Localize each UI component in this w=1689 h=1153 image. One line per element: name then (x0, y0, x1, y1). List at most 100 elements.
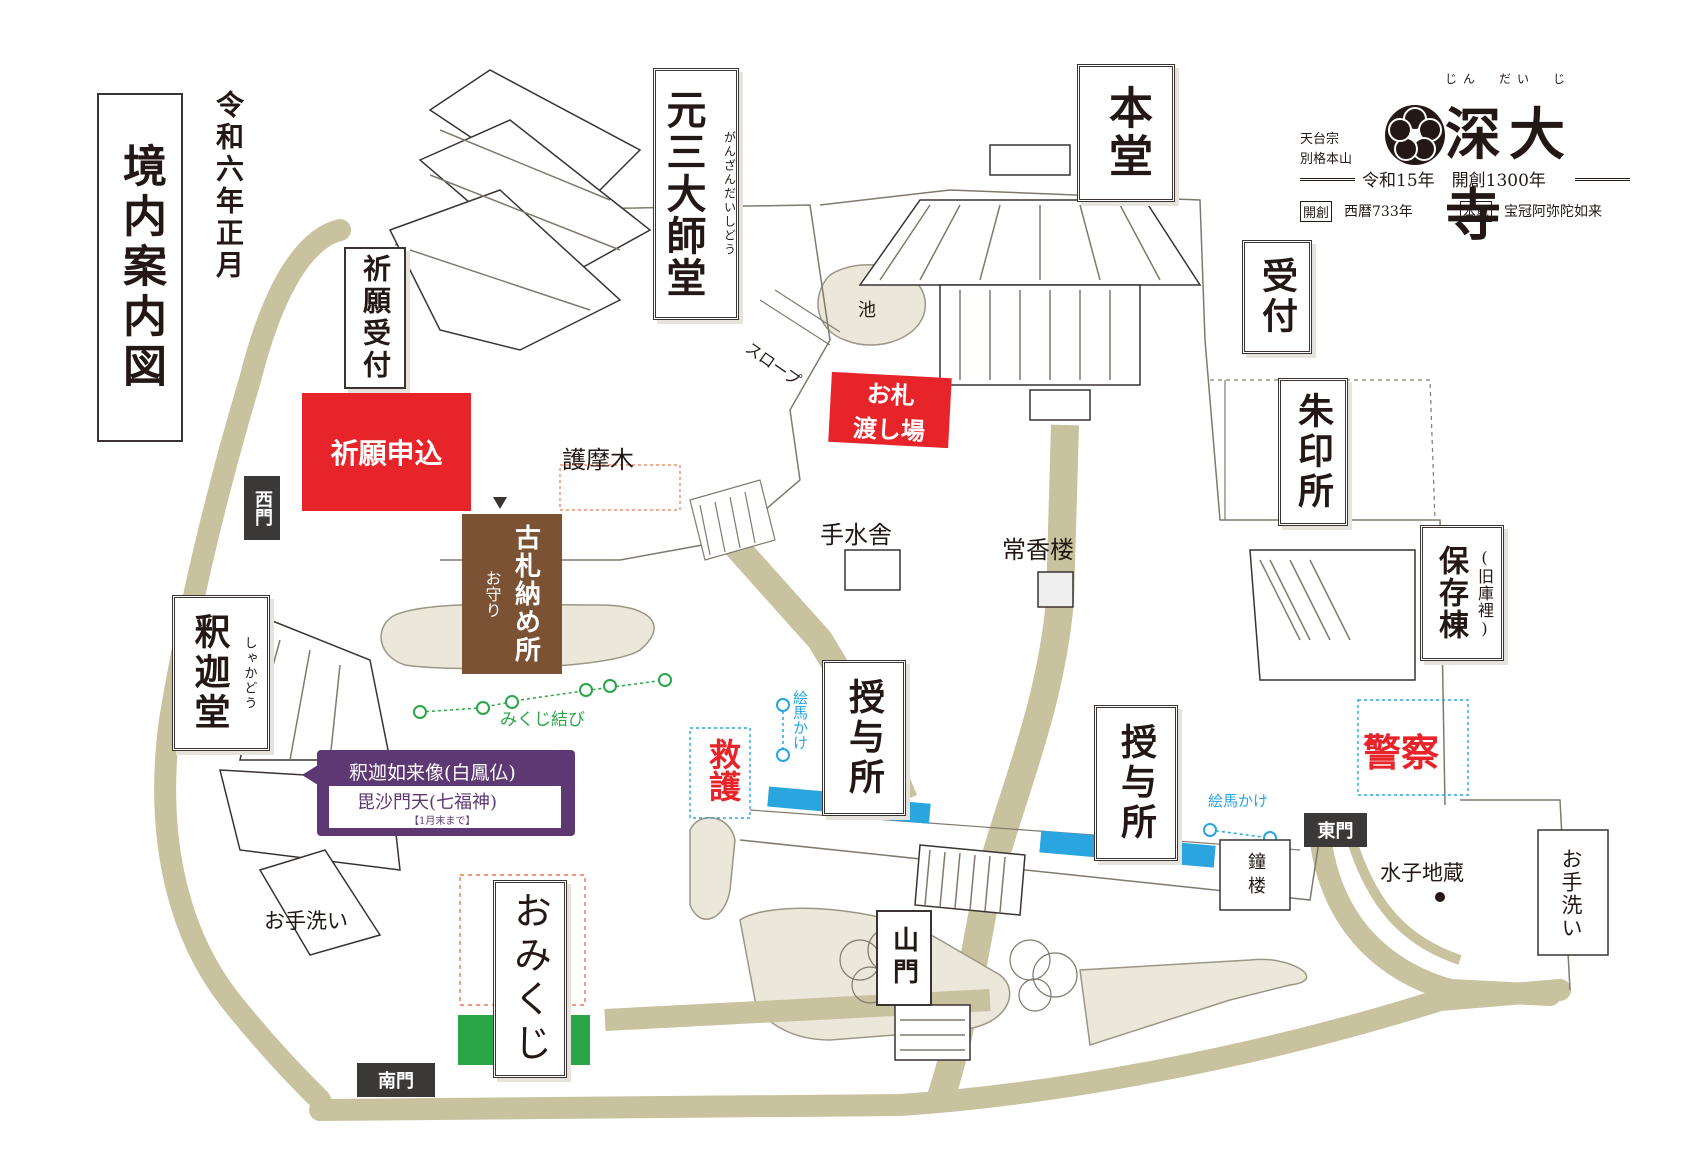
triangle-down-icon (493, 497, 507, 509)
south-gate[interactable]: 南門 (357, 1063, 435, 1097)
founded-value: 西暦733年 (1344, 204, 1413, 220)
kofuda-sub: お守り (482, 570, 502, 618)
police-dotted (1357, 699, 1469, 796)
ema-label-2: 絵馬かけ (1208, 792, 1269, 810)
ofuda-label-2: 渡し場 (852, 414, 926, 446)
omikuji-label: おみくじ (507, 891, 552, 1067)
buddha-inner: 毘沙門天(七福神) 【1月末まで】 (329, 786, 561, 828)
east-gate-label: 東門 (1317, 821, 1354, 842)
uketsuke-label: 受付 (1256, 257, 1298, 337)
hondo-building (858, 144, 1202, 421)
lawn-middle (689, 816, 736, 920)
ofuda-label-1: お札 (866, 379, 916, 411)
principal-label: 本尊 (1460, 201, 1493, 222)
dot-icon (1435, 892, 1445, 902)
kigan-uketsuke-sign[interactable]: 祈願受付 (344, 247, 406, 389)
uketsuke-sign[interactable]: 受付 (1242, 240, 1312, 354)
ema-line-2 (1209, 829, 1271, 839)
temple-header: 天台宗 別格本山 じん だい じ 深大寺 令和15年 開創1300年 開創 西暦… (1300, 70, 1630, 249)
ganzan-ruby: がんざんだいしどう (722, 131, 737, 257)
bridge (689, 479, 776, 561)
slope-lines (759, 289, 841, 346)
mizuko-label: 水子地蔵 (1380, 861, 1464, 885)
date-label: 令和六年正月 (212, 90, 245, 282)
ofuda-box[interactable]: お札 渡し場 (828, 371, 952, 449)
title-board: 境内案内図 (97, 93, 183, 442)
otearai-box-2 (1537, 829, 1609, 956)
kofuda-box[interactable]: お守り 古札納め所 (462, 514, 562, 674)
mikuji-ring-icon (505, 695, 519, 709)
mikuji-musubi-label: みくじ結び (500, 710, 585, 730)
lower-wall-2 (749, 809, 1301, 851)
ganzan-building (388, 69, 652, 351)
temple-era: 令和15年 開創1300年 (1362, 171, 1546, 191)
west-gate-label: 西門 (252, 490, 273, 526)
south-gate-label: 南門 (378, 1071, 414, 1092)
jokoro-box (1037, 571, 1074, 608)
lawn-east (1079, 958, 1308, 1046)
juyo-sign-1[interactable]: 授与所 (822, 660, 906, 816)
kigan-apply-label: 祈願申込 (330, 437, 443, 470)
police-label: 警察 (1363, 731, 1440, 775)
east-path-2 (1345, 833, 1462, 965)
east-path (1309, 824, 1561, 1006)
principal-value: 宝冠阿弥陀如来 (1504, 204, 1602, 220)
hondo-label: 本堂 (1101, 85, 1152, 181)
temizu-label: 手水舎 (820, 521, 892, 549)
shoro-box (1219, 839, 1291, 911)
kigan-uketsuke-label: 祈願受付 (359, 254, 392, 382)
kofuda-label: 古札納め所 (510, 524, 541, 664)
hozon-sign[interactable]: 保存棟 (旧庫裡) (1420, 525, 1504, 661)
juyo-label-1: 授与所 (843, 678, 885, 798)
ganzan-sign[interactable]: 元三大師堂 がんざんだいしどう (653, 68, 739, 320)
shaka-ruby: しゃかどう (241, 635, 257, 711)
jokoro-label: 常香楼 (1002, 536, 1074, 564)
mikuji-ring-icon (476, 701, 490, 715)
temple-rank: 別格本山 (1300, 152, 1353, 167)
temple-crest-icon (1385, 105, 1445, 165)
temple-era-rule-left (1300, 178, 1355, 181)
buddha-line-2: 毘沙門天(七福神) (357, 792, 498, 813)
omikuji-sign[interactable]: おみくじ (493, 880, 567, 1078)
hondo-sign[interactable]: 本堂 (1077, 64, 1175, 202)
ganzan-label: 元三大師堂 (659, 89, 707, 299)
hondo-outline (819, 189, 1446, 806)
otearai-box-1 (258, 849, 382, 956)
juyo-sign-2[interactable]: 授与所 (1094, 705, 1178, 861)
east-gate[interactable]: 東門 (1304, 813, 1367, 847)
sanmon-label: 山門 (888, 926, 919, 990)
founded-label: 開創 (1300, 201, 1333, 222)
buddha-panel[interactable]: 釈迦如来像(白鳳仏) 毘沙門天(七福神) 【1月末まで】 (317, 750, 575, 836)
mikuji-ring-icon (413, 705, 427, 719)
otearai-label-1: お手洗い (264, 909, 348, 933)
shuin-sign[interactable]: 朱印所 (1278, 378, 1348, 526)
temple-furigana: じん だい じ (1445, 72, 1572, 86)
shaka-sign[interactable]: 釈迦堂 しゃかどう (172, 595, 270, 751)
ema-label-1: 絵馬かけ (791, 690, 809, 750)
kyugo-label: 救護 (704, 738, 742, 802)
kigan-apply-box[interactable]: 祈願申込 (302, 393, 471, 511)
sanmon-sign[interactable]: 山門 (876, 910, 932, 1006)
shoro-label: 鐘楼 (1245, 852, 1266, 900)
shaka-label: 釈迦堂 (188, 613, 231, 733)
page-title: 境内案内図 (115, 142, 166, 393)
goma-label: 護摩木 (562, 446, 634, 474)
mikuji-ring-icon (579, 683, 593, 697)
temple-era-rule-right (1575, 178, 1630, 181)
shuin-label: 朱印所 (1292, 392, 1334, 512)
temple-sect: 天台宗 (1300, 132, 1340, 147)
hozon-building (1249, 549, 1416, 681)
buddha-note: 【1月末まで】 (409, 816, 476, 827)
hozon-label: 保存棟 (1433, 545, 1468, 641)
goma-box (559, 464, 681, 511)
juyo-label-2: 授与所 (1115, 723, 1157, 843)
sanmon-roof (894, 844, 1026, 1061)
buddha-line-1: 釈迦如来像(白鳳仏) (349, 762, 516, 784)
otearai-label-2: お手洗い (1559, 848, 1583, 940)
west-gate[interactable]: 西門 (244, 476, 280, 540)
mikuji-ring-icon (658, 673, 672, 687)
kyugo-dotted (689, 727, 751, 819)
buddha-pointer (302, 765, 318, 785)
